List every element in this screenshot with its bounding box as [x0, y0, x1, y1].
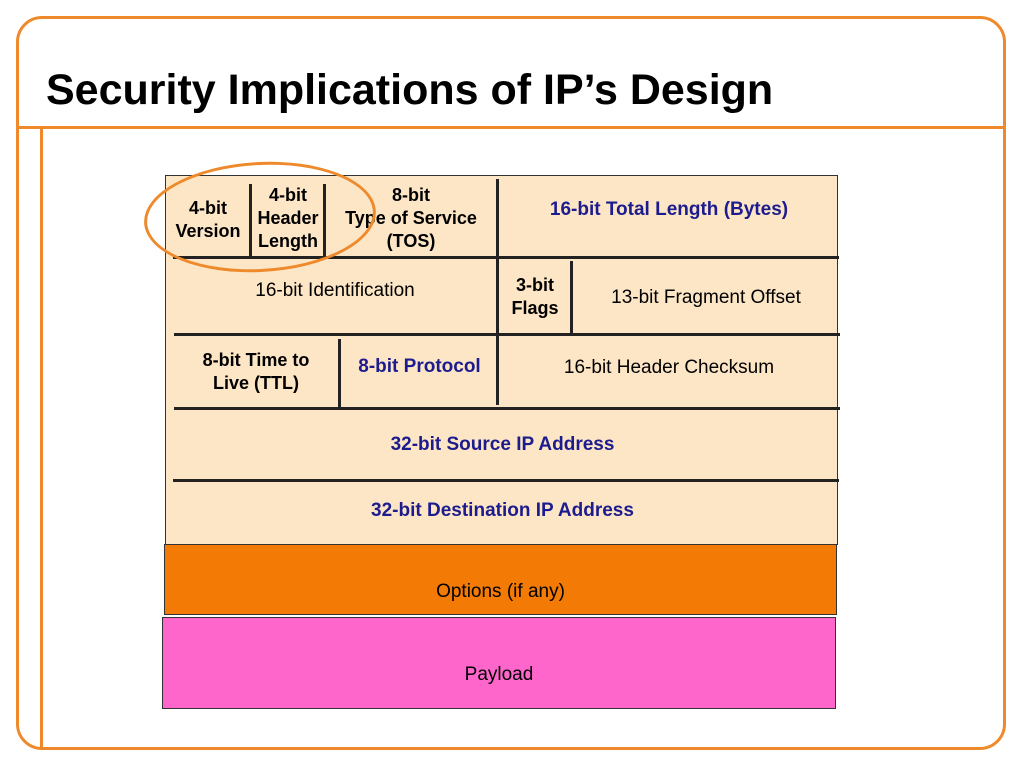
row-divider-1 — [173, 256, 839, 259]
title-divider — [16, 126, 1006, 129]
field-divider-flags — [570, 261, 573, 335]
field-fragment-offset: 13-bit Fragment Offset — [611, 286, 801, 308]
slide-title: Security Implications of IP’s Design — [46, 66, 774, 114]
field-divider-tos — [496, 179, 499, 257]
field-total-length: 16-bit Total Length (Bytes) — [549, 198, 789, 220]
slide-frame — [16, 16, 1006, 750]
field-source-ip-address: 32-bit Source IP Address — [390, 434, 615, 455]
options-block: Options (if any) — [164, 544, 837, 615]
field-divider-identification — [496, 259, 499, 335]
field-divider-version — [249, 184, 252, 256]
row-divider-3 — [174, 407, 840, 410]
left-divider — [40, 128, 43, 750]
row-divider-4 — [173, 479, 839, 482]
payload-block: Payload — [162, 617, 836, 709]
row-divider-2 — [174, 333, 840, 336]
options-label: Options (if any) — [436, 581, 565, 602]
field-divider-protocol — [496, 335, 499, 405]
field-destination-ip-address: 32-bit Destination IP Address — [371, 499, 634, 521]
field-divider-header-length — [323, 184, 326, 256]
field-protocol: 8-bit Protocol — [358, 356, 481, 377]
field-identification: 16-bit Identification — [255, 279, 415, 301]
field-divider-ttl — [338, 339, 341, 407]
payload-label: Payload — [464, 664, 534, 685]
field-header-checksum: 16-bit Header Checksum — [563, 357, 775, 378]
